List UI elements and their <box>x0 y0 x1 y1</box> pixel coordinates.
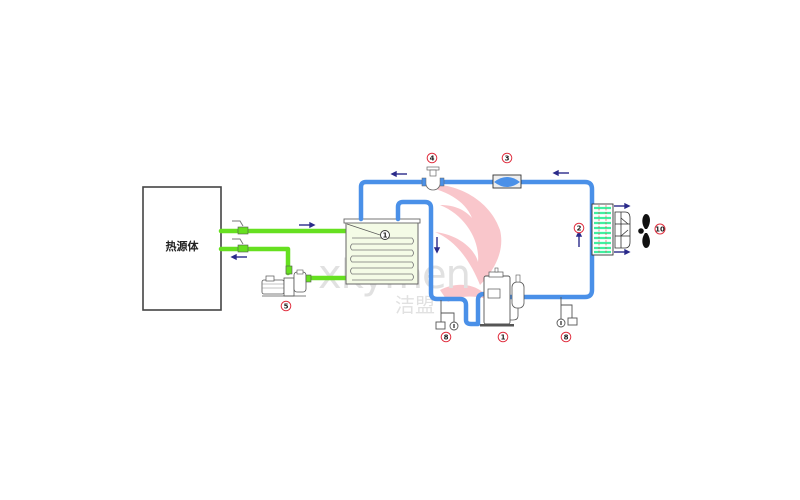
svg-text:8: 8 <box>444 334 449 342</box>
arrow-condenser-up <box>575 230 583 247</box>
condenser-icon <box>591 203 614 256</box>
fan-icon <box>638 214 650 248</box>
water-valve-upper <box>232 220 249 235</box>
watermark-brand-cn: 洁盟 <box>395 293 435 317</box>
badge-water-pump: 5 <box>280 300 292 312</box>
arrow-liquid-left <box>390 170 407 178</box>
heat-source-label: 热源体 <box>166 239 200 253</box>
heat-source: 热源体 <box>142 186 222 311</box>
water-valve-lower <box>232 238 249 253</box>
fan-guard <box>614 211 631 249</box>
arrow-water-return <box>230 253 247 261</box>
compressor-icon <box>480 267 525 327</box>
tank-sensor: 1 <box>380 230 390 240</box>
evaporator-coil <box>350 237 414 281</box>
badge-gauge-right: 8 <box>560 331 572 343</box>
expansion-valve-icon <box>492 174 522 189</box>
pump-icon <box>261 265 312 297</box>
badge-expansion-valve: 3 <box>501 152 513 164</box>
arrow-suction-down <box>433 237 441 254</box>
valve-icon <box>421 166 445 191</box>
pressure-gauge-icon <box>435 300 459 331</box>
svg-text:5: 5 <box>284 303 289 311</box>
evaporator-tank: 1 <box>343 218 421 285</box>
refrigerant-circuit <box>358 179 595 327</box>
heat-source-box <box>142 186 222 311</box>
svg-text:3: 3 <box>505 155 510 163</box>
svg-text:10: 10 <box>655 226 665 234</box>
pressure-gauge-icon <box>556 297 578 328</box>
arrow-water-supply <box>299 221 316 229</box>
arrow-air-top <box>614 202 631 210</box>
badge-compressor: 1 <box>497 331 509 343</box>
tank-lid <box>343 218 421 224</box>
flow-arrows <box>230 169 631 261</box>
arrow-top-left <box>552 169 569 177</box>
badge-condenser: 2 <box>573 222 585 234</box>
svg-text:4: 4 <box>430 155 435 163</box>
watermark-swoosh <box>420 184 502 285</box>
badge-solenoid-valve: 4 <box>426 152 438 164</box>
refrigerant-liquid-line <box>358 179 595 300</box>
badge-gauge-left: 8 <box>440 331 452 343</box>
refrigerant-suction-line <box>395 199 493 327</box>
svg-text:1: 1 <box>383 232 388 240</box>
badge-fan: 10 <box>654 223 666 235</box>
svg-text:1: 1 <box>501 334 506 342</box>
arrow-air-bottom <box>614 248 631 256</box>
svg-text:2: 2 <box>577 225 582 233</box>
svg-text:8: 8 <box>564 334 569 342</box>
